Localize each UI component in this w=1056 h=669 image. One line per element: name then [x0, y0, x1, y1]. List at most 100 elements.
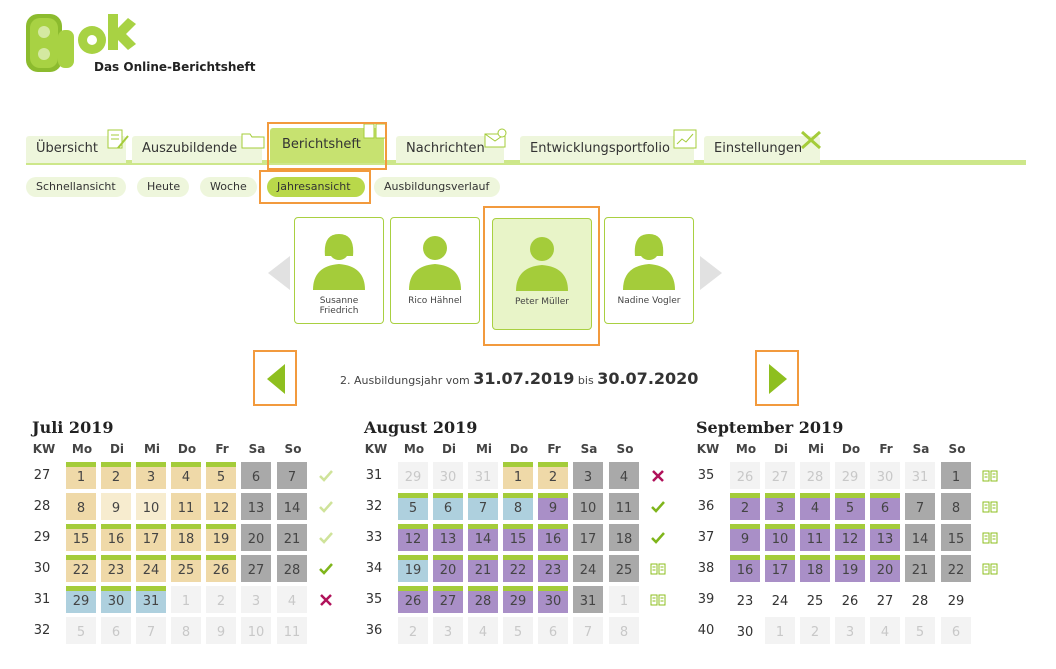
day-cell[interactable]: 4 — [800, 493, 830, 520]
day-cell[interactable]: 18 — [171, 524, 201, 551]
logo[interactable]: Das Online-Berichtsheft — [24, 8, 264, 88]
day-cell[interactable]: 23 — [730, 586, 760, 613]
day-cell[interactable]: 16 — [101, 524, 131, 551]
day-cell[interactable]: 25 — [171, 555, 201, 582]
report-book-icon[interactable] — [649, 591, 667, 609]
day-cell[interactable]: 21 — [468, 555, 498, 582]
day-cell[interactable]: 2 — [101, 462, 131, 489]
day-cell[interactable]: 31 — [905, 462, 935, 489]
day-cell[interactable]: 30 — [730, 617, 760, 644]
check-pending-icon[interactable] — [317, 467, 335, 485]
tab-nachrichten[interactable]: Nachrichten — [396, 128, 507, 163]
day-cell[interactable]: 10 — [765, 524, 795, 551]
day-cell[interactable]: 24 — [765, 586, 795, 613]
day-cell[interactable]: 22 — [66, 555, 96, 582]
day-cell[interactable]: 30 — [538, 586, 568, 613]
day-cell[interactable]: 5 — [398, 493, 428, 520]
day-cell[interactable]: 14 — [905, 524, 935, 551]
day-cell[interactable]: 17 — [136, 524, 166, 551]
day-cell[interactable]: 7 — [573, 617, 603, 644]
day-cell[interactable]: 7 — [136, 617, 166, 644]
day-cell[interactable]: 15 — [66, 524, 96, 551]
day-cell[interactable]: 6 — [241, 462, 271, 489]
subtab-woche[interactable]: Woche — [200, 177, 257, 197]
report-book-icon[interactable] — [981, 560, 999, 578]
day-cell[interactable]: 28 — [800, 462, 830, 489]
day-cell[interactable]: 2 — [800, 617, 830, 644]
day-cell[interactable]: 7 — [905, 493, 935, 520]
day-cell[interactable]: 31 — [468, 462, 498, 489]
tab-berichtsheft[interactable]: Berichtsheft — [270, 123, 387, 163]
day-cell[interactable]: 9 — [538, 493, 568, 520]
day-cell[interactable]: 28 — [905, 586, 935, 613]
day-cell[interactable]: 8 — [609, 617, 639, 644]
prev-year-button[interactable] — [253, 350, 297, 406]
person-card-susanne-friedrich[interactable]: Susanne Friedrich — [294, 217, 384, 324]
day-cell[interactable]: 19 — [206, 524, 236, 551]
day-cell[interactable]: 25 — [800, 586, 830, 613]
day-cell[interactable]: 4 — [468, 617, 498, 644]
day-cell[interactable]: 21 — [905, 555, 935, 582]
day-cell[interactable]: 3 — [835, 617, 865, 644]
day-cell[interactable]: 6 — [101, 617, 131, 644]
day-cell[interactable]: 13 — [241, 493, 271, 520]
day-cell[interactable]: 23 — [101, 555, 131, 582]
day-cell[interactable]: 26 — [835, 586, 865, 613]
day-cell[interactable]: 27 — [765, 462, 795, 489]
day-cell[interactable]: 4 — [870, 617, 900, 644]
day-cell[interactable]: 10 — [241, 617, 271, 644]
day-cell[interactable]: 6 — [870, 493, 900, 520]
day-cell[interactable]: 4 — [171, 462, 201, 489]
day-cell[interactable]: 3 — [136, 462, 166, 489]
day-cell[interactable]: 29 — [398, 462, 428, 489]
day-cell[interactable]: 13 — [870, 524, 900, 551]
day-cell[interactable]: 1 — [503, 462, 533, 489]
day-cell[interactable]: 13 — [433, 524, 463, 551]
day-cell[interactable]: 22 — [503, 555, 533, 582]
report-book-icon[interactable] — [981, 498, 999, 516]
day-cell[interactable]: 6 — [433, 493, 463, 520]
check-pending-icon[interactable] — [317, 529, 335, 547]
day-cell[interactable]: 31 — [136, 586, 166, 613]
day-cell[interactable]: 24 — [573, 555, 603, 582]
day-cell[interactable]: 27 — [241, 555, 271, 582]
person-card-nadine-vogler[interactable]: Nadine Vogler — [604, 217, 694, 324]
subtab-jahresansicht[interactable]: Jahresansicht — [267, 177, 365, 197]
day-cell[interactable]: 29 — [835, 462, 865, 489]
tab-entwicklungsportfolio[interactable]: Entwicklungsportfolio — [520, 129, 697, 163]
day-cell[interactable]: 25 — [609, 555, 639, 582]
day-cell[interactable]: 6 — [941, 617, 971, 644]
day-cell[interactable]: 12 — [835, 524, 865, 551]
day-cell[interactable]: 23 — [538, 555, 568, 582]
day-cell[interactable]: 24 — [136, 555, 166, 582]
subtab-heute[interactable]: Heute — [137, 177, 189, 197]
day-cell[interactable]: 26 — [730, 462, 760, 489]
day-cell[interactable]: 19 — [835, 555, 865, 582]
day-cell[interactable]: 29 — [503, 586, 533, 613]
day-cell[interactable]: 27 — [870, 586, 900, 613]
day-cell[interactable]: 6 — [538, 617, 568, 644]
report-book-icon[interactable] — [981, 529, 999, 547]
day-cell[interactable]: 4 — [277, 586, 307, 613]
day-cell[interactable]: 17 — [573, 524, 603, 551]
next-year-button[interactable] — [755, 350, 799, 406]
day-cell[interactable]: 7 — [468, 493, 498, 520]
day-cell[interactable]: 9 — [101, 493, 131, 520]
day-cell[interactable]: 3 — [573, 462, 603, 489]
person-card-rico-haehnel[interactable]: Rico Hähnel — [390, 217, 480, 324]
check-icon[interactable] — [649, 498, 667, 516]
day-cell[interactable]: 5 — [905, 617, 935, 644]
day-cell[interactable]: 18 — [609, 524, 639, 551]
day-cell[interactable]: 12 — [398, 524, 428, 551]
day-cell[interactable]: 14 — [468, 524, 498, 551]
day-cell[interactable]: 5 — [206, 462, 236, 489]
day-cell[interactable]: 16 — [538, 524, 568, 551]
day-cell[interactable]: 8 — [503, 493, 533, 520]
check-icon[interactable] — [649, 529, 667, 547]
day-cell[interactable]: 9 — [730, 524, 760, 551]
day-cell[interactable]: 12 — [206, 493, 236, 520]
subtab-ausbildungsverlauf[interactable]: Ausbildungsverlauf — [374, 177, 500, 197]
day-cell[interactable]: 1 — [765, 617, 795, 644]
cross-icon[interactable] — [649, 467, 667, 485]
day-cell[interactable]: 29 — [66, 586, 96, 613]
